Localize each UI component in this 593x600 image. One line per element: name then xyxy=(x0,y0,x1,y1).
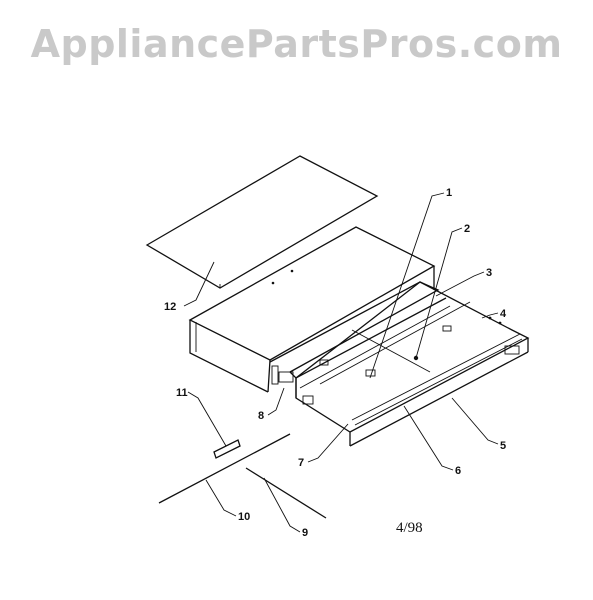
callout-5: 5 xyxy=(500,440,506,452)
callout-12: 12 xyxy=(164,301,176,313)
leader-lines xyxy=(183,192,499,533)
cabinet-body xyxy=(188,226,436,393)
clip-part-11 xyxy=(213,439,241,459)
rail-strip-part-10 xyxy=(158,433,291,504)
callout-11: 11 xyxy=(176,387,188,399)
callout-4: 4 xyxy=(500,308,507,320)
date-code: 4/98 xyxy=(396,520,423,536)
rod-part-9 xyxy=(245,467,327,519)
drawer-assembly xyxy=(269,281,530,447)
callout-9: 9 xyxy=(302,527,308,539)
site-watermark: AppliancePartsPros.com xyxy=(30,22,563,66)
callout-labels: 12 1 2 3 4 5 6 7 8 11 10 9 xyxy=(164,187,507,539)
callout-1: 1 xyxy=(446,187,452,199)
top-panel-part-12 xyxy=(145,155,379,289)
callout-6: 6 xyxy=(455,465,461,477)
callout-7: 7 xyxy=(298,457,304,469)
callout-10: 10 xyxy=(238,511,250,523)
callout-3: 3 xyxy=(486,267,492,279)
callout-2: 2 xyxy=(464,223,470,235)
callout-8: 8 xyxy=(258,410,264,422)
